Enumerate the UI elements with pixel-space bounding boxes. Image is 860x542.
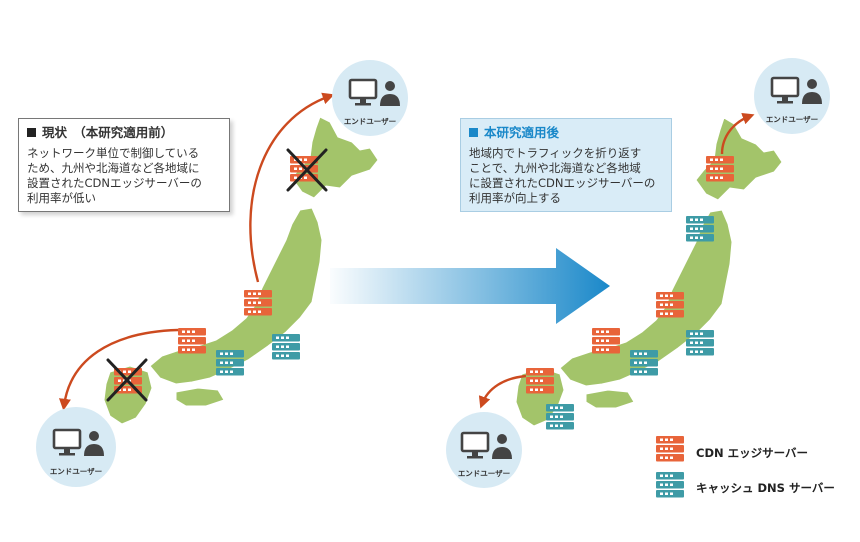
before-description-box: 現状 （本研究適用前） ネットワーク単位で制御している ため、九州や北海道など各… [18,118,230,212]
desktop-monitor-with-person-icon [52,428,104,456]
route-arrow-after-south [478,374,527,409]
transition-arrow [330,248,610,324]
square-bullet-icon [27,128,36,137]
dns-server-icon [686,216,714,242]
before-title: 現状 （本研究適用前） [27,125,221,140]
cdn-server-icon [592,328,620,354]
before-line-3: 設置されたCDNエッジサーバーの [27,176,202,190]
dns-server-icon [216,350,244,376]
honshu-before [149,207,323,385]
after-line-2: ことで、九州や北海道など各地域 [469,161,641,175]
shikoku-before [175,387,225,407]
dns-server-icon [656,472,684,498]
desktop-monitor-with-person-icon [460,431,512,459]
cdn-server-icon [526,368,554,394]
end-user-label: エンドユーザー [344,117,396,126]
square-bullet-icon [469,128,478,137]
desktop-monitor-with-person-icon [348,78,400,106]
x-mark-icon [286,148,328,192]
after-description-box: 本研究適用後 地域内でトラフィックを折り返す ことで、九州や北海道など各地域 に… [460,118,672,212]
end-user-after-north: エンドユーザー [754,58,830,134]
route-arrow-before-north [249,92,335,283]
dns-server-icon [686,330,714,356]
route-arrow-after-north [720,112,755,155]
end-user-label: エンドユーザー [50,467,102,476]
cdn-server-icon [656,436,684,462]
legend-cdn-label: CDN エッジサーバー [696,446,808,460]
cdn-server-icon [178,328,206,354]
end-user-before-south: エンドユーザー [36,407,116,487]
after-title: 本研究適用後 [469,125,663,140]
before-line-1: ネットワーク単位で制御している [27,146,200,160]
end-user-after-south: エンドユーザー [446,412,522,488]
dns-server-icon [630,350,658,376]
after-line-4: 利用率が向上する [469,191,561,205]
shikoku-after [585,389,635,409]
dns-server-icon [272,334,300,360]
end-user-label: エンドユーザー [458,469,510,478]
cdn-server-icon [244,290,272,316]
after-line-3: に設置されたCDNエッジサーバーの [469,176,656,190]
before-line-4: 利用率が低い [27,191,96,205]
before-line-2: ため、九州や北海道など各地域に [27,161,200,175]
end-user-before-north: エンドユーザー [332,60,408,136]
end-user-label: エンドユーザー [766,115,818,124]
route-arrow-before-south [58,328,179,411]
desktop-monitor-with-person-icon [770,76,822,104]
cdn-server-icon [656,292,684,318]
dns-server-icon [546,404,574,430]
x-mark-icon [106,358,148,402]
after-line-1: 地域内でトラフィックを折り返す [469,146,642,160]
cdn-server-icon [706,156,734,182]
legend-dns-label: キャッシュ DNS サーバー [696,481,835,495]
